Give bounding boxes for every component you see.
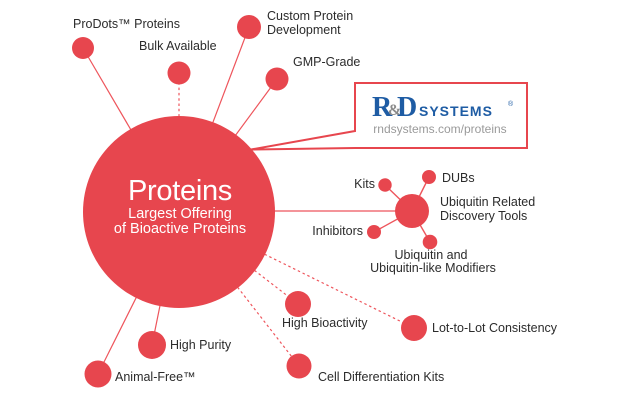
main-circle-title: Proteins bbox=[128, 175, 232, 207]
node-dubs bbox=[422, 170, 436, 184]
node-cell-differentiation bbox=[286, 353, 312, 379]
node-high-purity bbox=[138, 331, 166, 359]
logo-letter-d: D bbox=[397, 92, 417, 123]
label-bulk: Bulk Available bbox=[139, 39, 217, 53]
logo-systems-text: SYSTEMS bbox=[419, 103, 493, 119]
node-circles bbox=[72, 15, 438, 388]
label-cell-differentiation: Cell Differentiation Kits bbox=[318, 370, 444, 384]
label-animal-free: Animal-Free™ bbox=[115, 370, 196, 384]
logo-callout: R & D SYSTEMS ® rndsystems.com/proteins bbox=[250, 82, 528, 151]
label-ubiquitin-hub-line1: Ubiquitin Related bbox=[440, 195, 535, 209]
logo-callout-bubble bbox=[250, 82, 528, 151]
node-ub-modifiers bbox=[422, 234, 438, 250]
node-kits bbox=[378, 178, 392, 192]
label-high-bioactivity: High Bioactivity bbox=[282, 316, 368, 330]
logo-letter-r: R bbox=[372, 92, 393, 123]
node-gmp bbox=[265, 67, 289, 91]
node-custom bbox=[237, 15, 261, 39]
node-ubiquitin-hub bbox=[395, 194, 429, 228]
label-lot-to-lot: Lot-to-Lot Consistency bbox=[432, 321, 558, 335]
registered-mark-icon: ® bbox=[508, 100, 514, 108]
label-kits: Kits bbox=[354, 177, 375, 191]
label-custom-line2: Development bbox=[267, 23, 341, 37]
node-high-bioactivity bbox=[285, 291, 311, 317]
label-inhibitors: Inhibitors bbox=[312, 224, 363, 238]
label-ubiquitin-hub-line2: Discovery Tools bbox=[440, 209, 527, 223]
node-prodots bbox=[72, 37, 94, 59]
label-ub-modifiers-line2: Ubiquitin-like Modifiers bbox=[370, 261, 496, 275]
label-gmp: GMP-Grade bbox=[293, 55, 360, 69]
logo-ampersand: & bbox=[388, 102, 401, 119]
node-inhibitors bbox=[367, 225, 381, 239]
node-bulk bbox=[167, 61, 191, 85]
label-prodots: ProDots™ Proteins bbox=[73, 17, 180, 31]
main-circle bbox=[83, 116, 275, 308]
logo-website-url: rndsystems.com/proteins bbox=[373, 122, 506, 136]
node-animal-free bbox=[84, 360, 112, 388]
main-circle-group: Proteins Largest Offering of Bioactive P… bbox=[83, 116, 275, 308]
label-dubs: DUBs bbox=[442, 171, 475, 185]
node-lot-to-lot bbox=[401, 315, 427, 341]
label-high-purity: High Purity bbox=[170, 338, 232, 352]
node-labels: ProDots™ Proteins Bulk Available Custom … bbox=[73, 9, 558, 384]
main-circle-subtitle-line1: Largest Offering bbox=[128, 206, 232, 222]
main-circle-subtitle-line2: of Bioactive Proteins bbox=[114, 221, 246, 237]
label-custom-line1: Custom Protein bbox=[267, 9, 353, 23]
label-ub-modifiers-line1: Ubiquitin and bbox=[395, 248, 468, 262]
